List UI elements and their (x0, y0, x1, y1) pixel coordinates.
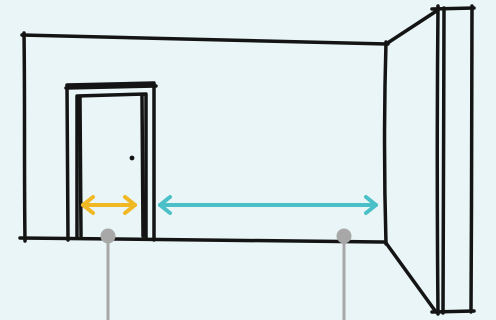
side-wall-post-bottom (430, 309, 476, 314)
door-frame-outer (65, 81, 156, 242)
leader-dot-wall (336, 228, 352, 244)
back-wall-top-edge (20, 33, 390, 46)
back-wall-right-edge (382, 40, 388, 246)
side-wall-post-left-2 (441, 6, 446, 315)
door-width-arrow (81, 195, 137, 215)
door-width-arrow-left-head (81, 195, 95, 215)
leader-dot-door (100, 228, 116, 244)
door-width-arrow-right-head (123, 195, 137, 215)
side-wall-top-diagonal (384, 8, 440, 46)
door (64, 81, 158, 242)
back-wall (18, 31, 390, 246)
door-frame-top-extra (64, 84, 158, 90)
door-panel-inner-left (78, 95, 83, 238)
side-wall-post-right (469, 4, 474, 314)
wall-span-arrow-right-head (364, 195, 378, 215)
door-knob (129, 155, 135, 161)
door-panel (75, 92, 148, 240)
wall-span-arrow (158, 195, 378, 215)
side-wall-post-top (430, 6, 476, 11)
wall-span-arrow-left-head (158, 195, 172, 215)
side-wall (384, 4, 476, 316)
back-wall-floor-edge (18, 236, 388, 244)
door-panel-inner-right (140, 94, 145, 238)
side-wall-bottom-diagonal (384, 241, 438, 314)
back-wall-left-edge (22, 31, 27, 243)
side-wall-post-left-1 (435, 4, 440, 316)
leader-lines (100, 228, 352, 320)
